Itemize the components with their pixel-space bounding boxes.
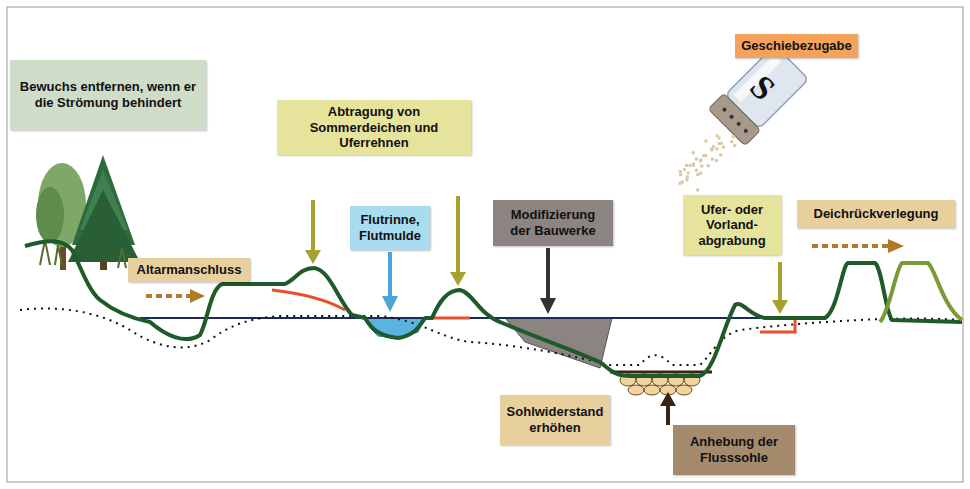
salt-grain — [718, 137, 721, 140]
action-box: Ufer- oder Vorland- abgrabung — [683, 195, 781, 255]
action-box: Geschiebezugabe — [735, 34, 858, 58]
action-box: Altarmanschluss — [128, 258, 250, 282]
salt-grain — [696, 173, 699, 176]
salt-grain — [704, 140, 707, 143]
terrain-line — [25, 241, 962, 376]
salt-grain — [687, 172, 690, 175]
box-text: Altarmanschluss — [137, 262, 242, 278]
salt-grain — [692, 151, 695, 154]
salt-grain — [683, 168, 686, 171]
salt-grain — [699, 172, 702, 175]
box-text: Sohlwiderstand erhöhen — [506, 404, 604, 435]
salt-grain — [719, 154, 722, 157]
salt-grain — [732, 135, 735, 138]
box-text: Bewuchs entfernen, wenn er die Strömung … — [16, 79, 200, 110]
pointer-arrows — [146, 196, 904, 425]
salt-grain — [695, 169, 698, 172]
salt-grains — [679, 134, 737, 191]
salt-grain — [699, 160, 702, 163]
salt-grain — [686, 176, 689, 179]
salt-grain — [695, 158, 698, 161]
action-box: Sohlwiderstand erhöhen — [500, 395, 610, 445]
action-box: Bewuchs entfernen, wenn er die Strömung … — [10, 60, 206, 130]
box-text: Flutrinne, Flutmulde — [356, 212, 424, 243]
salt-grain — [715, 159, 718, 162]
salt-grain — [722, 146, 725, 149]
salt-grain — [720, 142, 723, 145]
salt-grain — [679, 182, 682, 185]
salt-grain — [733, 144, 736, 147]
raised-bed — [610, 371, 712, 374]
salt-grain — [692, 163, 695, 166]
salt-grain — [700, 165, 703, 168]
trees — [36, 155, 140, 270]
salt-grain — [707, 164, 710, 167]
salt-grain — [689, 164, 692, 167]
salt-grain — [686, 178, 689, 181]
water-level — [140, 317, 760, 319]
action-box: Flutrinne, Flutmulde — [350, 206, 430, 250]
salt-grain — [699, 159, 702, 162]
box-text: Deichrückverlegung — [814, 206, 939, 222]
action-box: Modifizierung der Bauwerke — [493, 200, 613, 246]
box-text: Ufer- oder Vorland- abgrabung — [689, 202, 775, 249]
salt-grain — [712, 145, 715, 148]
salt-grain — [679, 173, 682, 176]
relocated-dike — [880, 263, 962, 322]
salt-grain — [685, 164, 688, 167]
frame — [7, 7, 963, 482]
salt-grain — [716, 147, 719, 150]
box-text: Abtragung von Sommerdeichen und Uferrehn… — [283, 104, 465, 151]
action-box: Anhebung der Flusssohle — [673, 425, 795, 475]
box-text: Anhebung der Flusssohle — [679, 434, 789, 465]
salt-grain — [730, 140, 733, 143]
salt-shaker — [708, 44, 810, 146]
salt-grain — [702, 154, 705, 157]
salt-grain — [710, 148, 713, 151]
box-text: Modifizierung der Bauwerke — [499, 207, 607, 238]
salt-grain — [696, 189, 699, 192]
box-text: Geschiebezugabe — [741, 38, 852, 54]
action-box: Deichrückverlegung — [797, 200, 955, 228]
salt-grain — [679, 170, 682, 173]
action-box: Abtragung von Sommerdeichen und Uferrehn… — [277, 100, 471, 155]
salt-grain — [711, 158, 714, 161]
